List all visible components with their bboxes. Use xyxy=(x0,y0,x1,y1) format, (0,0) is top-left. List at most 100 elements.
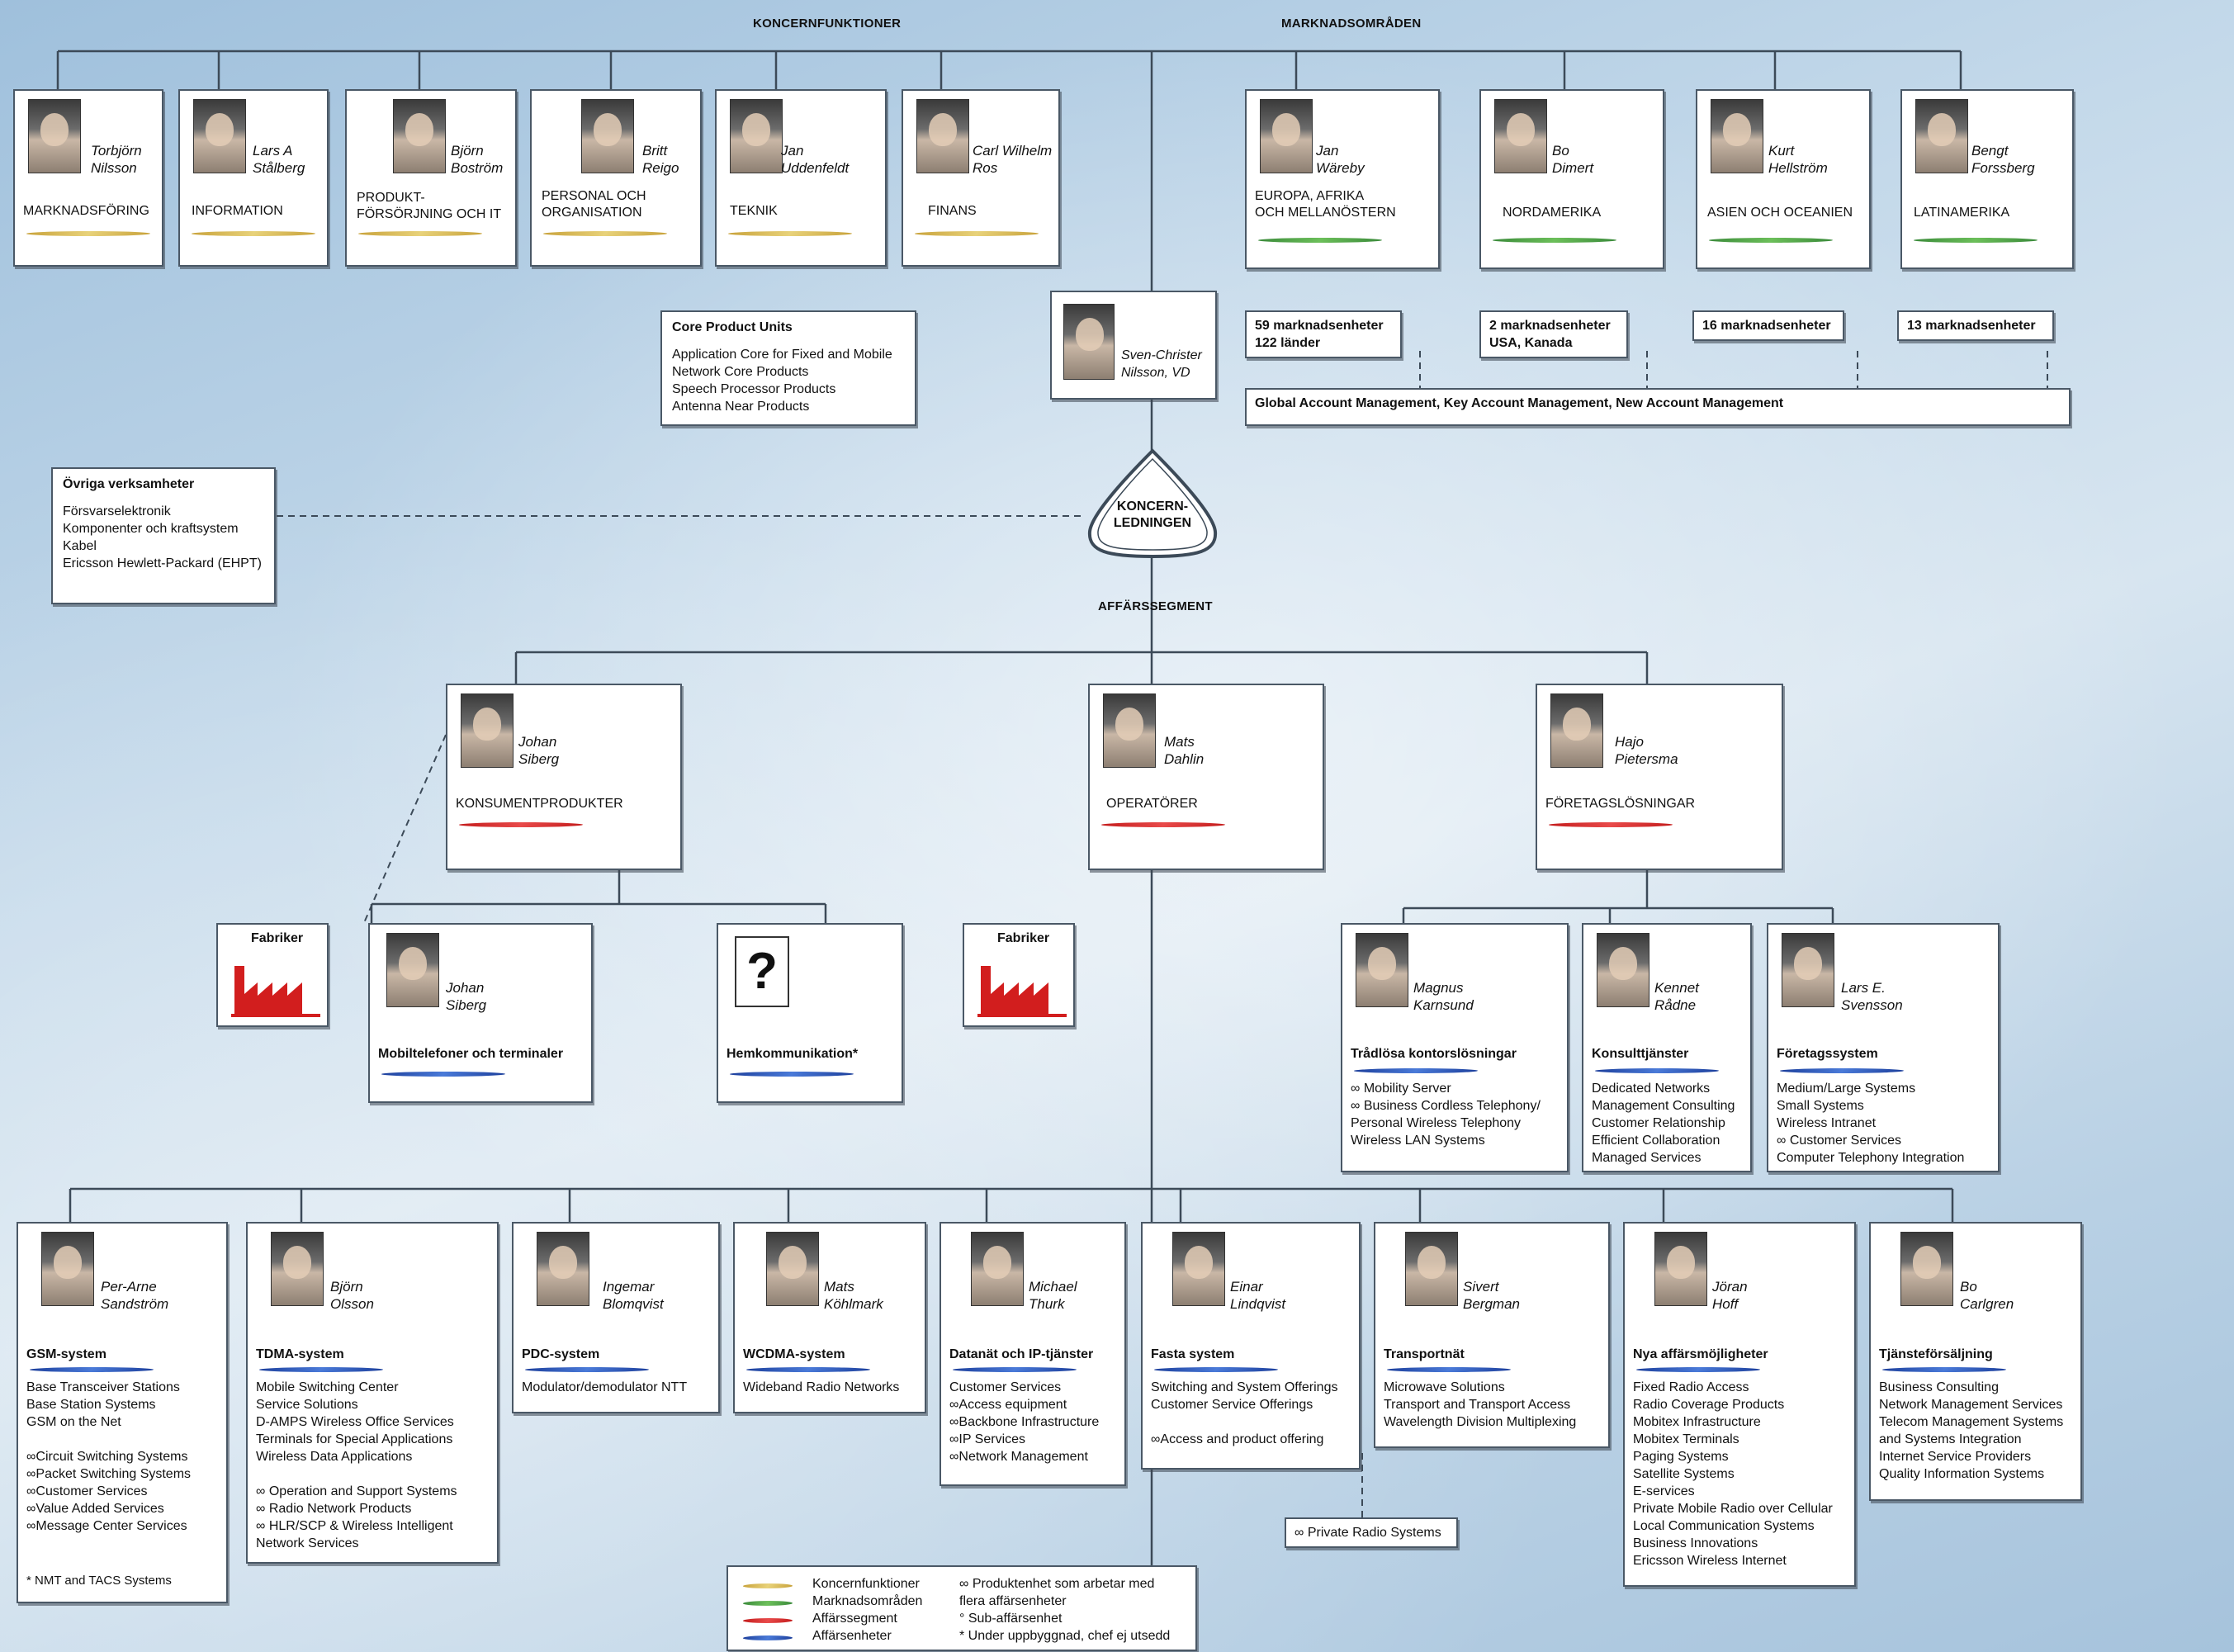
person-photo xyxy=(1550,693,1603,768)
person-photo xyxy=(766,1232,819,1306)
unit-name: MARKNADSFÖRING xyxy=(23,204,149,218)
unit-box-hemkommunikation: ? Hemkommunikation* xyxy=(717,923,903,1103)
unit-name: TEKNIK xyxy=(730,204,778,218)
person-name: Carl Wilhelm Ros xyxy=(973,143,1053,176)
factory-icon xyxy=(231,966,320,1017)
unit-name: GSM-system xyxy=(26,1347,106,1361)
unit-box-foretagssystem: Lars E. Svensson Företagssystem Medium/L… xyxy=(1767,923,2000,1172)
unit-box-tdma: Björn Olsson TDMA-system Mobile Switchin… xyxy=(246,1222,499,1564)
unit-box-tjanstefor: Bo Carlgren Tjänsteförsäljning Business … xyxy=(1869,1222,2082,1501)
unit-name: NORDAMERIKA xyxy=(1503,206,1602,220)
unit-name: Transportnät xyxy=(1384,1347,1465,1361)
unit-box-fasta: Einar Lindqvist Fasta system Switching a… xyxy=(1141,1222,1361,1470)
affarsenheter-stripe xyxy=(1152,1367,1280,1372)
ovriga-list: Försvarselektronik Komponenter och kraft… xyxy=(63,504,262,570)
affarssegment-stripe xyxy=(457,822,585,827)
koncernledningen-label: KONCERN- LEDNINGEN xyxy=(1113,499,1192,530)
market-count-latinamerika: 13 marknadsenheter xyxy=(1897,310,2054,341)
person-photo xyxy=(386,933,439,1007)
unit-name: Datanät och IP-tjänster xyxy=(949,1347,1094,1361)
unit-box-nya-affarsmojligheter: Jöran Hoff Nya affärsmöjligheter Fixed R… xyxy=(1623,1222,1856,1587)
person-photo xyxy=(1103,693,1156,768)
person-name: Lars E. Svensson xyxy=(1841,980,1903,1013)
unit-name: PRODUKT- FÖRSÖRJNING OCH IT xyxy=(357,191,502,221)
unit-list: Modulator/demodulator NTT xyxy=(522,1380,688,1394)
legend-item: Marknadsområden xyxy=(740,1594,922,1612)
market-count-nordamerika: 2 marknadsenheter USA, Kanada xyxy=(1479,310,1628,358)
affarsenheter-stripe xyxy=(1635,1367,1762,1372)
person-name: Mats Köhlmark xyxy=(824,1279,883,1312)
question-mark-icon: ? xyxy=(735,936,789,1007)
unit-name: LATINAMERIKA xyxy=(1914,206,2010,220)
unit-name: Mobiltelefoner och terminaler xyxy=(378,1047,564,1061)
affarsenheter-stripe xyxy=(28,1367,155,1372)
person-name: Kennet Rådne xyxy=(1654,980,1699,1013)
unit-box-tradlosa: Magnus Karnsund Trådlösa kontorslösninga… xyxy=(1341,923,1569,1172)
legend-item: Affärssegment xyxy=(740,1612,897,1629)
unit-name: FINANS xyxy=(928,204,977,218)
marknadsomraden-stripe xyxy=(1257,238,1384,243)
unit-name: Företagssystem xyxy=(1777,1047,1878,1061)
person-photo xyxy=(1900,1232,1953,1306)
unit-box-konsulttjanster: Kennet Rådne Konsulttjänster Dedicated N… xyxy=(1582,923,1752,1172)
person-photo xyxy=(1494,99,1547,173)
affarssegment-stripe xyxy=(1100,822,1227,827)
person-name: Johan Siberg xyxy=(518,734,560,767)
legend-label: Affärsenheter xyxy=(812,1629,892,1643)
ceo-name: Sven-Christer Nilsson, VD xyxy=(1121,348,1202,380)
unit-name: PDC-system xyxy=(522,1347,600,1361)
fabriker-box-consumer: Fabriker xyxy=(216,923,329,1027)
person-photo xyxy=(1654,1232,1707,1306)
core-product-units-title: Core Product Units xyxy=(672,320,793,334)
segment-box-foretagslosningar: Hajo Pietersma FÖRETAGSLÖSNINGAR xyxy=(1536,684,1783,870)
market-box-europa: Jan Wäreby EUROPA, AFRIKA OCH MELLANÖSTE… xyxy=(1245,89,1440,269)
unit-list: Wideband Radio Networks xyxy=(743,1380,900,1394)
marknadsomraden-stripe xyxy=(1912,238,2039,243)
person-photo xyxy=(1711,99,1763,173)
person-photo xyxy=(1063,304,1115,380)
market-count-europa: 59 marknadsenheter 122 länder xyxy=(1245,310,1402,358)
person-name: Jan Uddenfeldt xyxy=(781,143,850,176)
person-name: Lars A Stålberg xyxy=(253,143,305,176)
koncernfunktioner-stripe xyxy=(727,231,854,236)
segment-box-konsumentprodukter: Johan Siberg KONSUMENTPRODUKTER xyxy=(446,684,682,870)
koncernfunktioner-stripe xyxy=(25,231,152,236)
unit-name: TDMA-system xyxy=(256,1347,344,1361)
function-box-teknik: Jan Uddenfeldt TEKNIK xyxy=(715,89,887,267)
affarsenheter-stripe xyxy=(1778,1068,1905,1073)
marknadsomraden-heading: MARKNADSOMRÅDEN xyxy=(1281,17,1422,31)
unit-list: ∞ Mobility Server ∞ Business Cordless Te… xyxy=(1351,1082,1541,1148)
function-box-finans: Carl Wilhelm Ros FINANS xyxy=(902,89,1060,267)
fabriker-box-operator: Fabriker xyxy=(963,923,1075,1027)
koncernfunktioner-heading: KONCERNFUNKTIONER xyxy=(753,17,902,31)
person-photo xyxy=(971,1232,1024,1306)
legend-swatch-affarssegment xyxy=(741,1618,794,1623)
unit-list: Customer Services ∞Access equipment ∞Bac… xyxy=(949,1380,1100,1464)
unit-name: ASIEN OCH OCEANIEN xyxy=(1707,206,1853,220)
legend-notes: ∞ Produktenhet som arbetar med flera aff… xyxy=(959,1577,1171,1643)
unit-list: Mobile Switching Center Service Solution… xyxy=(256,1380,457,1550)
unit-name: FÖRETAGSLÖSNINGAR xyxy=(1545,797,1696,811)
unit-list: Base Transceiver Stations Base Station S… xyxy=(26,1380,192,1533)
person-photo xyxy=(730,99,783,173)
fabriker-label: Fabriker xyxy=(997,931,1050,945)
koncernfunktioner-stripe xyxy=(190,231,317,236)
person-name: Per-Arne Sandström xyxy=(101,1279,169,1312)
affarsenheter-stripe xyxy=(728,1072,855,1077)
unit-name: Konsulttjänster xyxy=(1592,1047,1689,1061)
person-photo xyxy=(271,1232,324,1306)
function-box-marknadsforing: Torbjörn Nilsson MARKNADSFÖRING xyxy=(13,89,163,267)
person-photo xyxy=(1405,1232,1458,1306)
person-photo xyxy=(916,99,969,173)
unit-footnote: * NMT and TACS Systems xyxy=(26,1574,172,1588)
affarsenheter-stripe xyxy=(523,1367,651,1372)
person-name: Jan Wäreby xyxy=(1316,143,1365,176)
market-box-nordamerika: Bo Dimert NORDAMERIKA xyxy=(1479,89,1664,269)
person-name: Bo Carlgren xyxy=(1960,1279,2014,1312)
affarsenheter-stripe xyxy=(1352,1068,1479,1073)
fabriker-label: Fabriker xyxy=(251,931,304,945)
legend-swatch-marknadsomraden xyxy=(741,1601,794,1606)
unit-list: Business Consulting Network Management S… xyxy=(1879,1380,2064,1481)
koncernfunktioner-stripe xyxy=(357,231,484,236)
person-name: Björn Boström xyxy=(451,143,504,176)
